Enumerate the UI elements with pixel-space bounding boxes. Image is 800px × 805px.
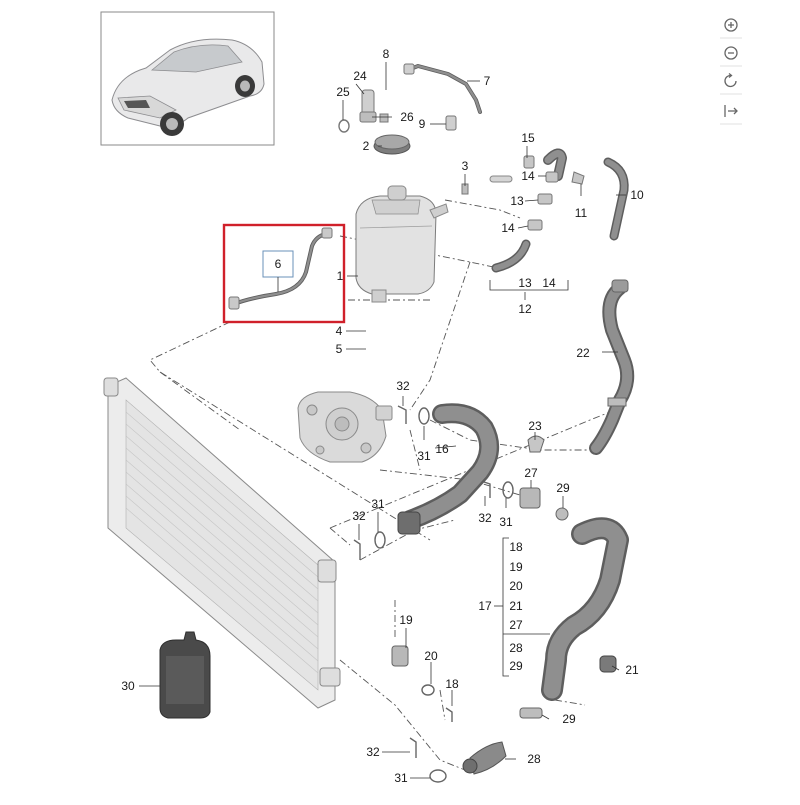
callout-27[interactable]: 27 <box>524 466 538 480</box>
assembly-lines <box>149 199 616 771</box>
callout-27-list[interactable]: 27 <box>509 618 523 632</box>
callout-23[interactable]: 23 <box>528 419 542 433</box>
callout-29-lower[interactable]: 29 <box>562 712 576 726</box>
clips-and-orings <box>353 405 514 783</box>
callout-29-list[interactable]: 29 <box>509 659 523 673</box>
callout-17[interactable]: 17 <box>478 599 492 613</box>
fit-view-icon[interactable] <box>720 98 742 120</box>
callout-1[interactable]: 1 <box>337 269 344 283</box>
highlighted-part-6[interactable]: 6 <box>222 223 346 324</box>
zoom-in-icon[interactable] <box>720 14 742 36</box>
fittings-middle <box>519 435 569 521</box>
coolant-hose-17 <box>519 517 629 719</box>
radiator <box>103 377 341 709</box>
callout-22[interactable]: 22 <box>576 346 590 360</box>
callout-14-upper[interactable]: 14 <box>521 169 535 183</box>
callout-14-group[interactable]: 14 <box>542 276 556 290</box>
leader-lines <box>139 62 626 779</box>
vehicle-thumbnail <box>100 11 275 146</box>
callout-19[interactable]: 19 <box>399 613 413 627</box>
callout-5[interactable]: 5 <box>336 342 343 356</box>
callout-31-b[interactable]: 31 <box>499 515 513 529</box>
callout-31-a[interactable]: 31 <box>417 449 431 463</box>
callout-16[interactable]: 16 <box>435 442 449 456</box>
callout-31-c[interactable]: 31 <box>371 497 385 511</box>
lower-fittings <box>391 645 507 775</box>
expansion-tank <box>355 185 449 303</box>
callout-21[interactable]: 21 <box>625 663 639 677</box>
coolant-hose-22 <box>589 279 635 455</box>
callout-30[interactable]: 30 <box>121 679 135 693</box>
callout-18[interactable]: 18 <box>445 677 459 691</box>
callout-15[interactable]: 15 <box>521 131 535 145</box>
coolant-hose-16 <box>397 403 500 535</box>
callout-labels: 1 2 3 4 5 7 8 9 10 11 12 13 13 14 14 14 … <box>121 47 644 785</box>
coolant-bottle <box>159 631 211 719</box>
callout-32-a[interactable]: 32 <box>396 379 410 393</box>
vent-line-cluster <box>338 63 482 195</box>
callout-21-list[interactable]: 21 <box>509 599 523 613</box>
filler-cap <box>373 134 411 155</box>
callout-9[interactable]: 9 <box>419 117 426 131</box>
upper-hose-group <box>489 148 629 273</box>
reset-view-icon[interactable] <box>720 70 742 92</box>
callout-11[interactable]: 11 <box>575 206 588 220</box>
callout-20[interactable]: 20 <box>424 649 438 663</box>
callout-13-upper[interactable]: 13 <box>510 194 524 208</box>
callout-31-d[interactable]: 31 <box>394 771 408 785</box>
callout-24[interactable]: 24 <box>353 69 367 83</box>
callout-28-list[interactable]: 28 <box>509 641 523 655</box>
callout-13-group[interactable]: 13 <box>518 276 532 290</box>
callout-32-d[interactable]: 32 <box>366 745 380 759</box>
callout-4[interactable]: 4 <box>336 324 343 338</box>
callout-10[interactable]: 10 <box>630 188 644 202</box>
callout-6[interactable]: 6 <box>275 257 282 271</box>
view-toolbar <box>720 14 742 125</box>
callout-3[interactable]: 3 <box>462 159 469 173</box>
callout-25[interactable]: 25 <box>336 85 350 99</box>
callout-20-list[interactable]: 20 <box>509 579 523 593</box>
callout-7[interactable]: 7 <box>484 74 491 88</box>
callout-2[interactable]: 2 <box>363 139 370 153</box>
zoom-out-icon[interactable] <box>720 42 742 64</box>
callout-8[interactable]: 8 <box>383 47 390 61</box>
callout-26[interactable]: 26 <box>400 110 414 124</box>
callout-12[interactable]: 12 <box>518 302 532 316</box>
callout-29-upper[interactable]: 29 <box>556 481 570 495</box>
callout-32-b[interactable]: 32 <box>478 511 492 525</box>
pump-housing <box>297 391 393 463</box>
callout-32-c[interactable]: 32 <box>352 509 366 523</box>
callout-14-lower[interactable]: 14 <box>501 221 515 235</box>
callout-18-list[interactable]: 18 <box>509 540 523 554</box>
callout-28[interactable]: 28 <box>527 752 541 766</box>
callout-19-list[interactable]: 19 <box>509 560 523 574</box>
